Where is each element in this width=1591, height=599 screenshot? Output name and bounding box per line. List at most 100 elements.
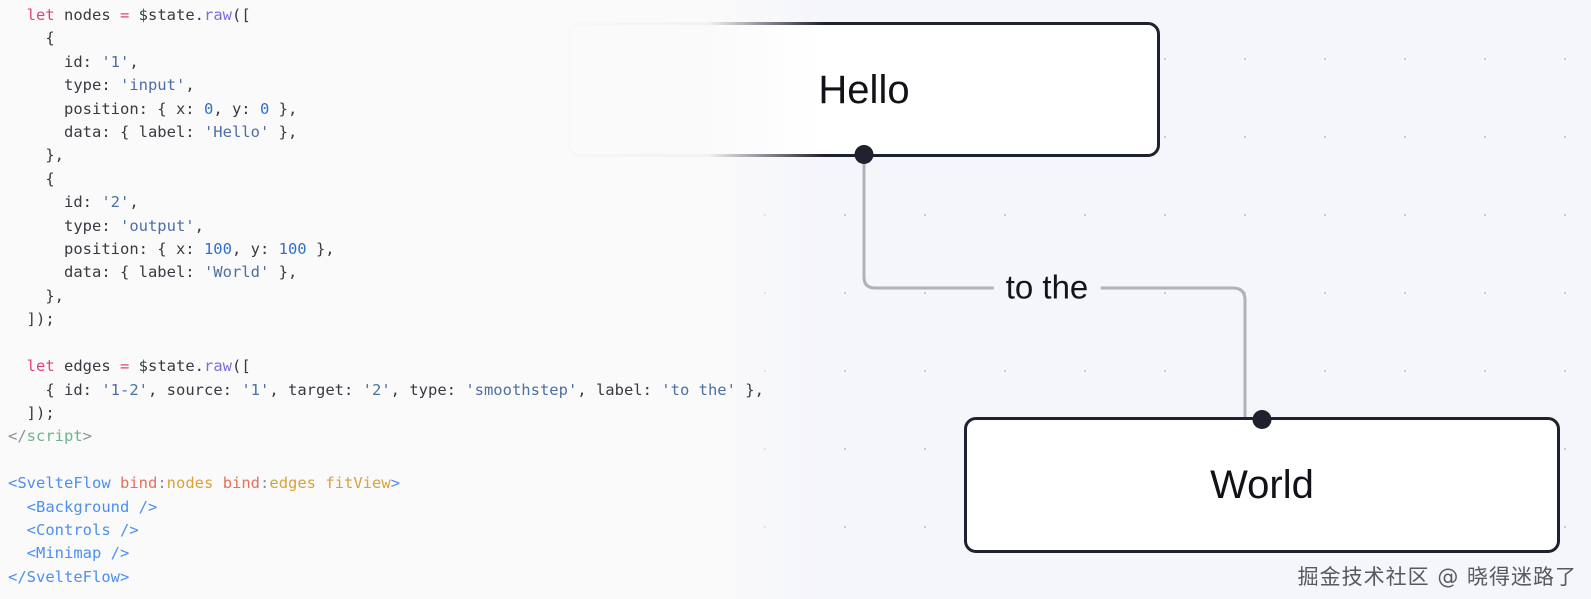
code-token — [8, 544, 27, 562]
code-token: script — [26, 427, 83, 446]
code-line: { — [8, 169, 55, 188]
code-overlay-pane: let nodes = $state.raw([ { id: '1', type… — [0, 0, 824, 599]
code-token: edges — [269, 474, 317, 493]
code-token: 100 — [278, 240, 307, 259]
code-line: }, — [8, 287, 64, 305]
code-token — [101, 544, 110, 562]
flow-node-world[interactable]: World — [964, 410, 1560, 553]
code-token: 'smoothstep' — [465, 380, 578, 399]
code-token: id: — [8, 52, 102, 71]
edge-label-to-the[interactable]: to the — [993, 269, 1101, 307]
code-line: let nodes = $state.raw([ — [8, 6, 251, 24]
code-token: : — [260, 474, 270, 493]
code-token — [213, 474, 222, 492]
code-line: <Controls /> — [8, 521, 139, 539]
code-token: type: — [8, 216, 120, 235]
code-line: <SvelteFlow bind:nodes bind:edges fitVie… — [8, 474, 400, 492]
code-line: { id: '1-2', source: '1', target: '2', t… — [8, 381, 764, 399]
code-token: }, — [8, 286, 64, 305]
code-token: <Minimap — [26, 544, 102, 563]
code-token — [8, 521, 27, 539]
code-token: 'input' — [119, 76, 186, 95]
code-token: '2' — [362, 380, 391, 399]
code-token: , — [194, 216, 204, 235]
code-token: 0 — [203, 99, 214, 118]
code-token: , — [129, 52, 139, 71]
code-token: bind — [222, 474, 261, 493]
code-token: <Background — [26, 497, 130, 516]
code-token: = — [120, 357, 130, 376]
source-handle-icon[interactable] — [854, 145, 874, 164]
code-token: 'Hello' — [203, 123, 270, 142]
code-token: position: { x: — [8, 240, 204, 259]
code-line: { — [8, 29, 54, 47]
code-token: , y: — [213, 99, 260, 118]
target-handle-icon[interactable] — [1252, 410, 1272, 429]
code-token — [111, 521, 120, 539]
code-line: type: 'input', — [8, 76, 195, 94]
code-token — [111, 474, 120, 492]
code-line: data: { label: 'Hello' }, — [8, 123, 297, 141]
code-token — [8, 357, 27, 375]
code-token: . — [194, 357, 205, 376]
code-token: data: { label: — [8, 123, 204, 142]
code-line: <Background /> — [8, 497, 158, 516]
code-token: bind — [120, 474, 158, 493]
code-token: '2' — [101, 193, 130, 212]
code-token: }, — [269, 99, 298, 118]
code-line: position: { x: 100, y: 100 }, — [8, 240, 335, 258]
code-token: id: — [8, 193, 102, 212]
code-token: , — [129, 193, 139, 212]
code-token: }, — [8, 146, 64, 165]
code-token: <SvelteFlow — [8, 474, 111, 493]
code-token: 'World' — [203, 263, 270, 282]
code-line: <Minimap /> — [8, 544, 130, 563]
code-token: = — [120, 6, 130, 24]
source-code-block[interactable]: let nodes = $state.raw([ { id: '1', type… — [8, 4, 764, 589]
code-line: data: { label: 'World' }, — [8, 263, 297, 281]
code-token: '1' — [101, 52, 130, 71]
code-token: '1' — [241, 380, 270, 399]
code-line: let edges = $state.raw([ — [8, 357, 251, 375]
code-token: }, — [269, 263, 298, 282]
code-token: nodes — [54, 6, 120, 24]
code-token: , label: — [577, 380, 662, 399]
code-token: </SvelteFlow> — [8, 567, 130, 586]
code-token: ([ — [232, 357, 251, 376]
code-token: , target: — [269, 380, 363, 399]
code-token — [316, 474, 325, 492]
code-token: ([ — [232, 6, 251, 24]
code-token: , y: — [231, 240, 279, 259]
code-token: data: { label: — [8, 263, 204, 282]
code-token: fitView — [325, 474, 391, 493]
code-token: . — [194, 6, 205, 24]
code-token: /> — [138, 497, 158, 516]
code-line: </script> — [8, 427, 92, 445]
code-token: { — [8, 169, 55, 188]
code-token: nodes — [166, 474, 214, 493]
code-line: ]); — [8, 310, 55, 328]
code-token: > — [82, 427, 93, 446]
flow-node-world-label: World — [1210, 463, 1314, 507]
watermark-text: 掘金技术社区 @ 晓得迷路了 — [1297, 565, 1577, 589]
code-token: position: { x: — [8, 99, 204, 118]
code-token: let — [26, 6, 55, 24]
code-token: edges — [54, 357, 120, 376]
code-token: : — [157, 474, 167, 493]
code-token: > — [390, 474, 401, 493]
code-token: 100 — [203, 240, 232, 259]
code-line: ]); — [8, 404, 55, 422]
code-token: /> — [110, 544, 130, 563]
code-token — [129, 498, 138, 516]
code-token: 0 — [259, 99, 270, 118]
code-token — [8, 498, 27, 516]
code-token: type: — [8, 76, 120, 95]
code-token: 'output' — [119, 216, 195, 235]
code-token: $state — [129, 357, 195, 376]
code-token: , type: — [390, 380, 466, 399]
flow-node-hello-label: Hello — [818, 67, 910, 112]
code-line: id: '2', — [8, 193, 139, 211]
code-token: }, — [269, 123, 298, 142]
code-token: { id: — [8, 380, 102, 399]
